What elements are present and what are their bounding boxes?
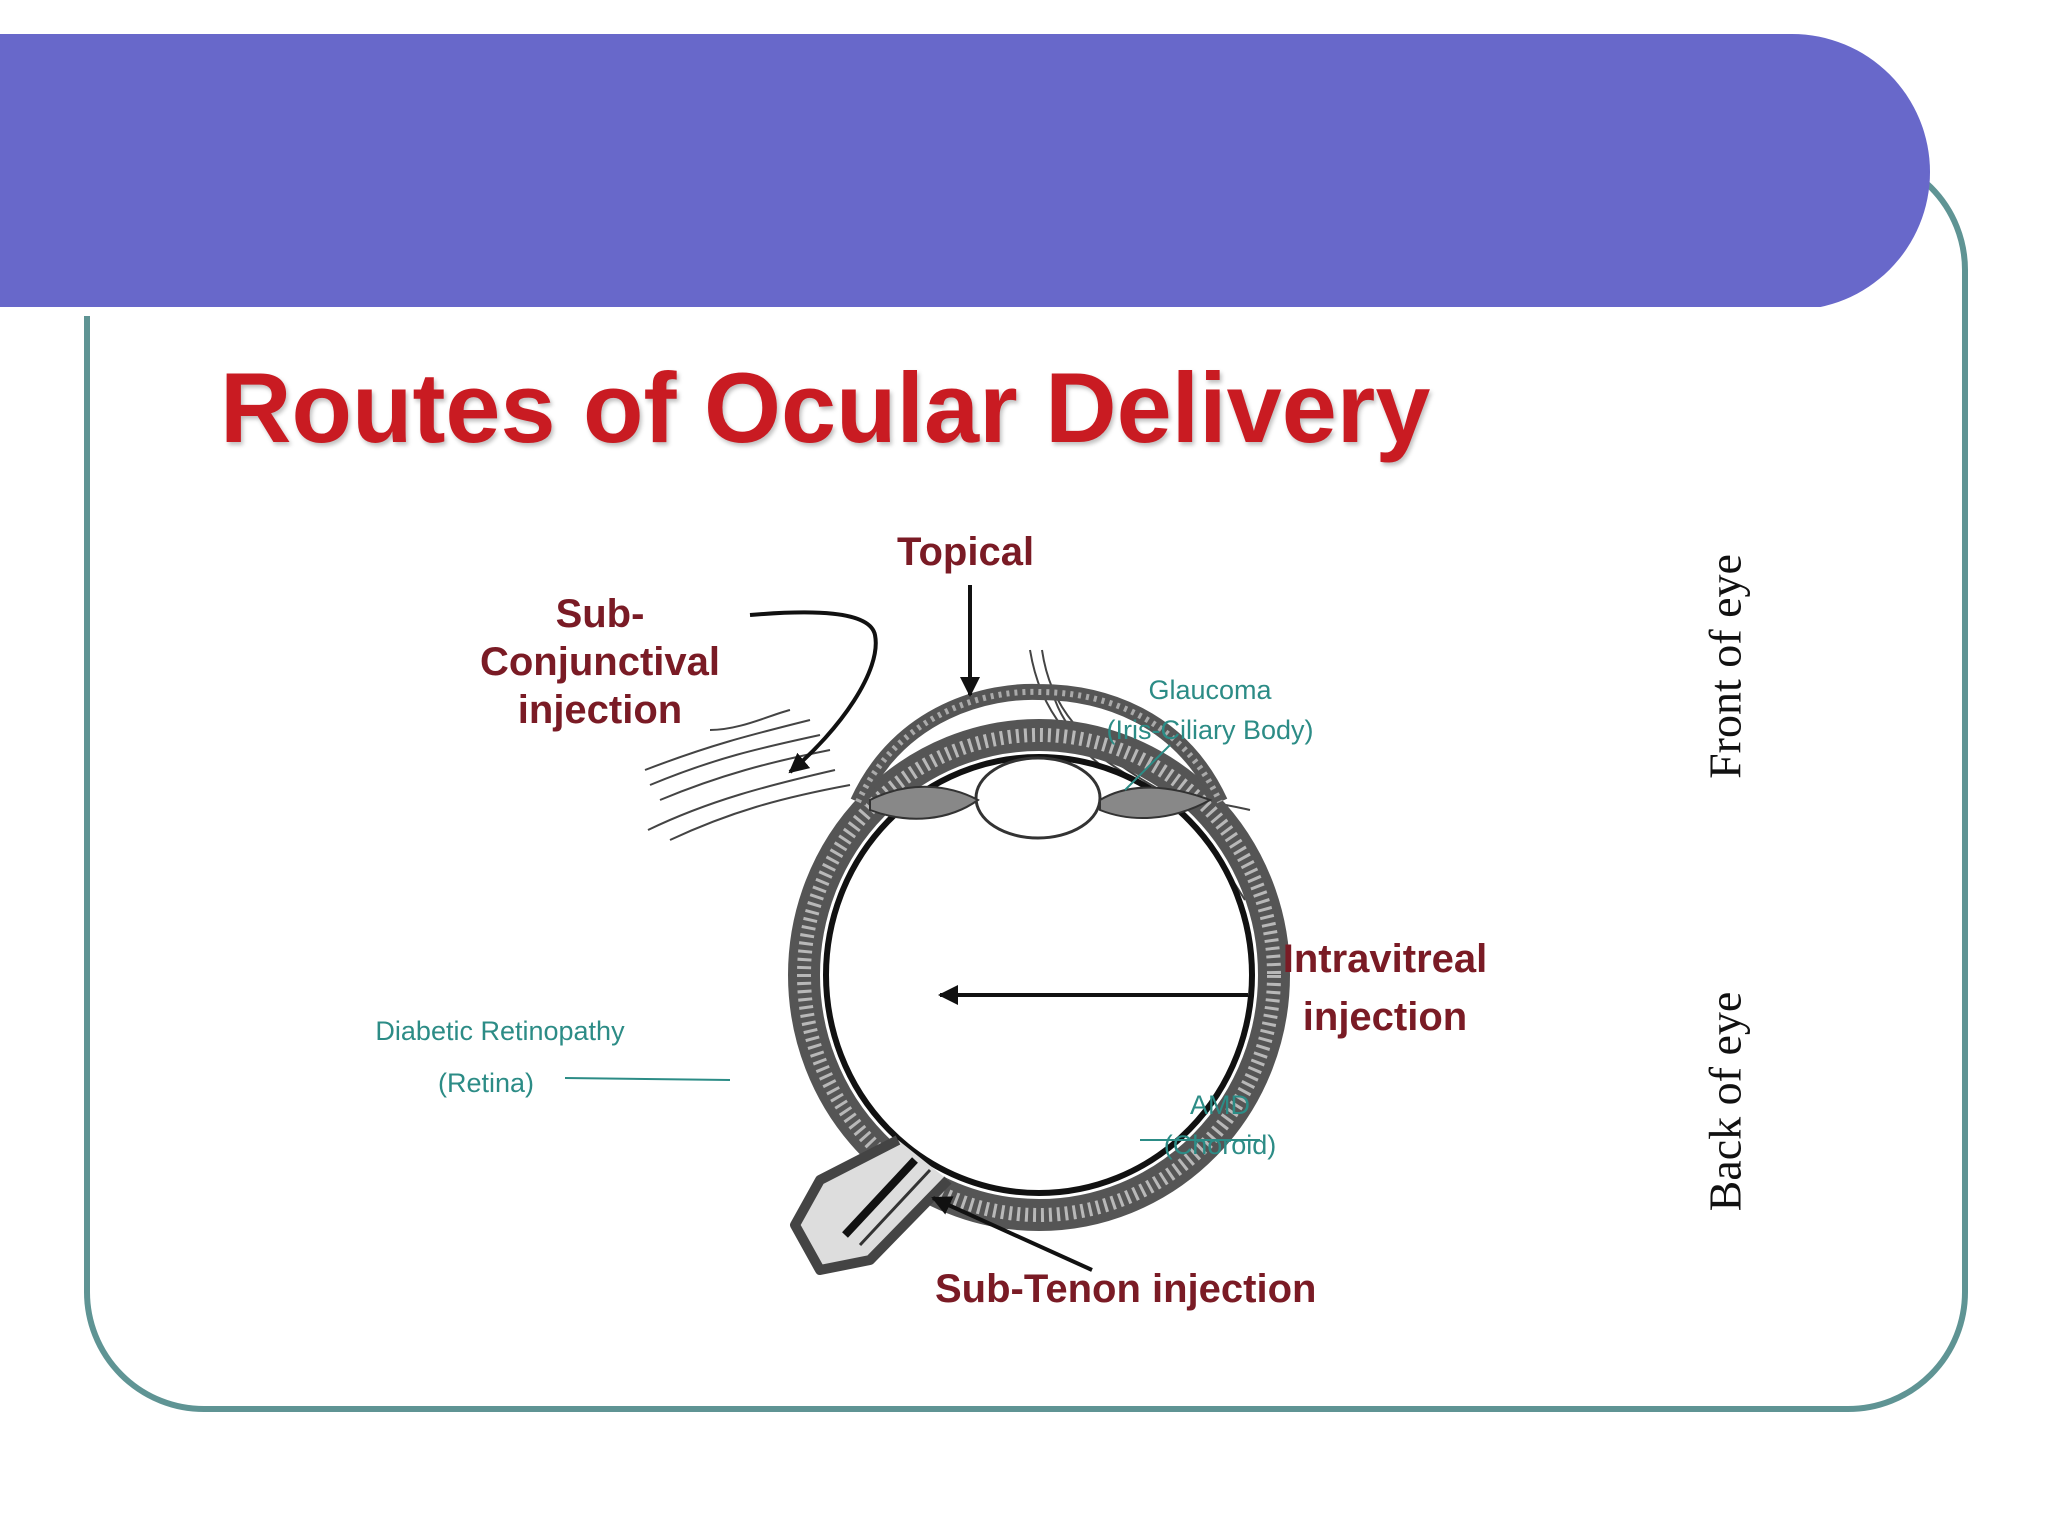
banner-divider	[0, 307, 1832, 316]
label-subconjunctival-line3: injection	[517, 688, 683, 732]
route-arrows	[749, 585, 1248, 1272]
glaucoma-leader	[1124, 744, 1171, 791]
label-diabetic-retinopathy: Diabetic Retinopathy (Retina)	[320, 1005, 680, 1109]
label-subconjunctival: Sub- Conjunctival injection	[430, 590, 770, 734]
left-muscle-strands	[644, 709, 851, 841]
label-subconjunctival-line1: Sub-	[555, 592, 645, 636]
label-dr-line2: (Retina)	[438, 1068, 535, 1098]
subconjunctival-arrow	[749, 610, 878, 774]
label-intravitreal: Intravitreal injection	[1230, 930, 1540, 1046]
eyeball	[788, 683, 1290, 1275]
subtenon-arrow	[931, 1196, 1093, 1272]
eye-diagram: Topical Sub- Conjunctival injection Glau…	[170, 500, 1890, 1380]
label-subtenon: Sub-Tenon injection	[935, 1267, 1317, 1311]
slide-title: Routes of Ocular Delivery	[220, 352, 1431, 463]
label-topical: Topical	[897, 530, 1035, 574]
target-leaders	[564, 744, 1260, 1141]
side-label-back: Back of eye	[1699, 991, 1751, 1212]
label-amd-line2: (Choroid)	[1163, 1130, 1277, 1160]
label-subconjunctival-line2: Conjunctival	[479, 640, 721, 684]
label-amd-line1: AMD	[1190, 1090, 1250, 1120]
eye-diagram-svg	[564, 585, 1290, 1275]
label-glaucoma: Glaucoma (Iris-Ciliary Body)	[1075, 670, 1345, 750]
label-intravitreal-line1: Intravitreal	[1282, 937, 1488, 981]
retina-leader	[564, 1077, 731, 1081]
side-label-front: Front of eye	[1699, 554, 1751, 779]
header-banner	[0, 34, 1930, 316]
label-amd: AMD (Choroid)	[1140, 1085, 1300, 1165]
label-glaucoma-line2: (Iris-Ciliary Body)	[1106, 715, 1314, 745]
label-dr-line1: Diabetic Retinopathy	[375, 1016, 625, 1046]
label-glaucoma-line1: Glaucoma	[1148, 675, 1272, 705]
label-intravitreal-line2: injection	[1302, 995, 1468, 1039]
